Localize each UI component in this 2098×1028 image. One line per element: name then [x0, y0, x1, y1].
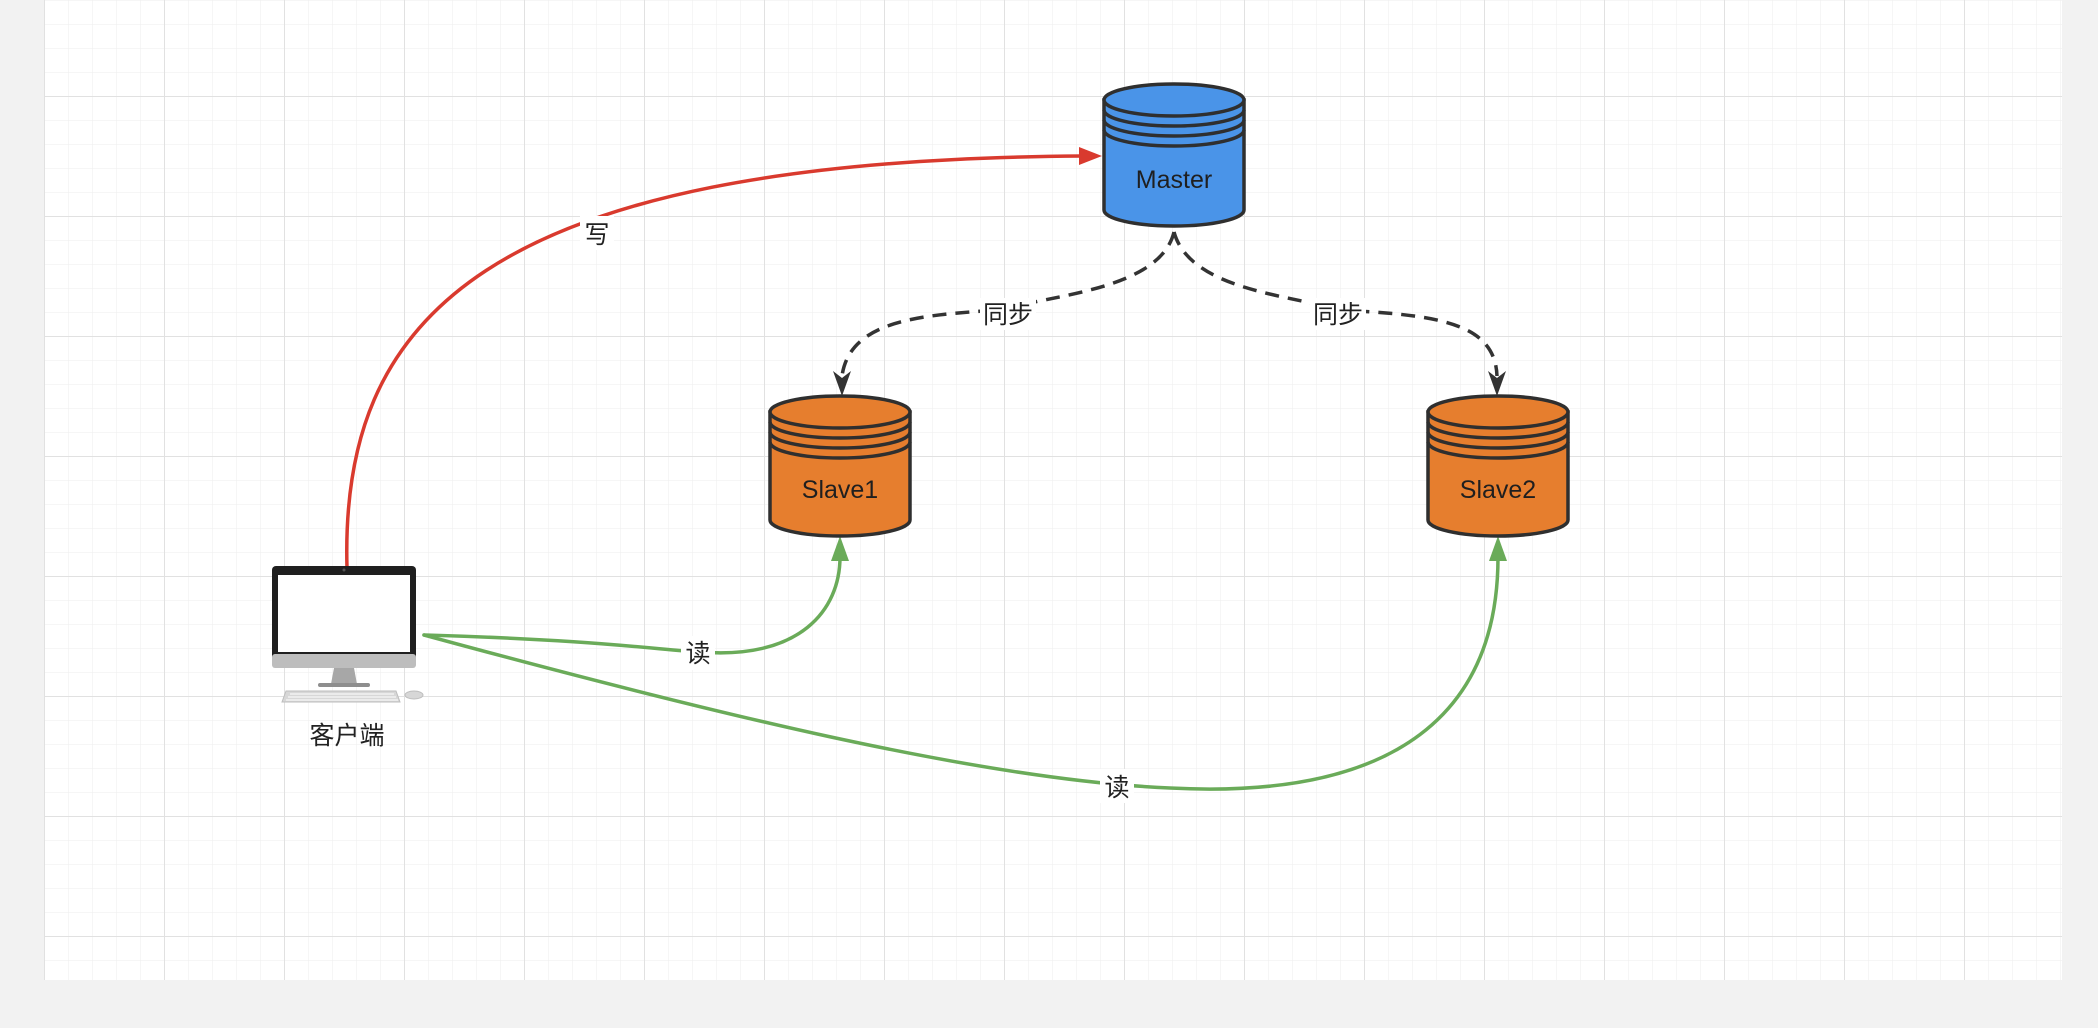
- client-label: 客户端: [309, 721, 384, 750]
- edge-sync-slave1-label-bg: [980, 298, 1036, 330]
- edge-sync-slave1-line[interactable]: [840, 231, 1176, 377]
- keyboard-keys: [286, 693, 398, 701]
- edge-sync-slave1-label: 同步: [983, 300, 1033, 329]
- slave2-database-body: [1426, 410, 1570, 538]
- slave2-database-node[interactable]: Slave2: [1426, 394, 1570, 538]
- monitor-camera: [342, 568, 346, 572]
- monitor-chin: [272, 654, 416, 668]
- edge-read-slave2-line[interactable]: [422, 555, 1500, 791]
- desktop-computer-icon: [272, 566, 424, 703]
- edge-read-slave2-arrowhead: [1489, 536, 1507, 561]
- edge-write-arrowhead: [1079, 147, 1102, 165]
- master-database-node[interactable]: Master: [1102, 82, 1246, 228]
- edge-sync-slave1-arrowhead: [833, 371, 851, 396]
- master-database-ring: [1102, 109, 1246, 128]
- slave2-database-ring: [1426, 441, 1570, 460]
- slave1-database-node[interactable]: Slave1: [768, 394, 912, 538]
- slave1-database-ring: [768, 421, 912, 440]
- edge-read-slave2-label: 读: [1104, 773, 1129, 802]
- edge-sync-slave2-label-bg: [1310, 298, 1366, 330]
- slave2-label: Slave2: [1460, 476, 1536, 504]
- slave2-database-ring: [1426, 421, 1570, 440]
- master-database-ring: [1102, 119, 1246, 138]
- slave1-database-body: [768, 410, 912, 538]
- edge-read-slave2[interactable]: 读: [422, 536, 1507, 803]
- edge-read-slave1[interactable]: 读: [422, 536, 849, 670]
- slave2-database-top: [1426, 394, 1570, 430]
- master-database-ring: [1102, 129, 1246, 148]
- slave1-database-top: [768, 394, 912, 430]
- slave2-database-ring: [1426, 431, 1570, 450]
- edge-write-label-bg: [580, 216, 614, 250]
- major-grid: [44, 0, 2062, 980]
- edge-read-slave1-label: 读: [685, 639, 710, 668]
- edge-sync-slave2[interactable]: 同步: [1172, 231, 1506, 396]
- edge-read-slave1-arrowhead: [831, 536, 849, 561]
- master-database-body: [1102, 98, 1246, 228]
- mouse: [404, 690, 424, 700]
- slave1-database-ring: [768, 431, 912, 450]
- client-computer-node[interactable]: 客户端: [272, 566, 424, 750]
- monitor-stand: [331, 668, 357, 684]
- monitor-screen: [278, 575, 410, 652]
- edge-sync-slave2-label: 同步: [1313, 300, 1363, 329]
- edge-sync-slave2-arrowhead: [1488, 371, 1506, 396]
- edge-write[interactable]: 写: [345, 147, 1102, 570]
- monitor-base: [318, 683, 370, 687]
- edge-sync-slave1[interactable]: 同步: [833, 231, 1176, 396]
- edge-read-slave2-label-bg: [1100, 769, 1134, 803]
- slave1-database-ring: [768, 441, 912, 460]
- edge-read-slave1-label-bg: [681, 636, 715, 670]
- edge-write-line[interactable]: [345, 154, 1084, 570]
- master-label: Master: [1136, 166, 1212, 194]
- edge-write-label: 写: [584, 220, 609, 249]
- slave1-label: Slave1: [802, 476, 878, 504]
- master-database-top: [1102, 82, 1246, 118]
